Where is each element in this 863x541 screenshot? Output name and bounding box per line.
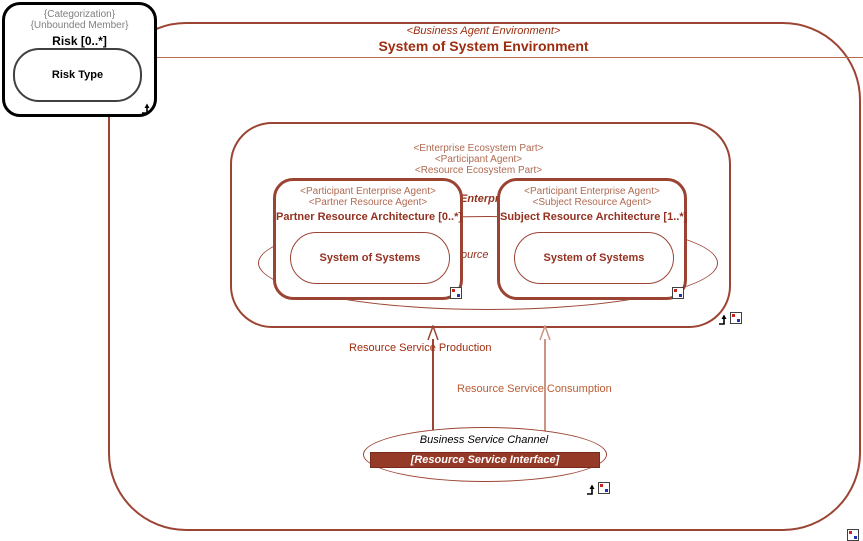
composite-diagram-icon[interactable] <box>730 312 742 324</box>
consumption-connector-line[interactable] <box>544 339 546 432</box>
ecosystem-stereotypes: <Enterprise Ecosystem Part> <Participant… <box>230 143 727 176</box>
sos-environment-stereotype: <Business Agent Environment> <box>406 25 561 37</box>
subject-stereotype-2: <Subject Resource Agent> <box>532 197 652 208</box>
subject-stereotype-1: <Participant Enterprise Agent> <box>524 186 660 197</box>
hidden-label-fragment-top: Enterpr <box>460 193 498 205</box>
consumption-arrowhead <box>539 323 551 346</box>
subject-system-of-systems-oval[interactable]: System of Systems <box>514 232 674 284</box>
partner-title: Partner Resource Architecture [0..*] <box>276 211 463 223</box>
subject-title: Subject Resource Architecture [1..*] <box>500 211 688 223</box>
partner-stereotype-2: <Partner Resource Agent> <box>308 197 428 208</box>
ecosystem-stereotype-3: <Resource Ecosystem Part> <box>414 165 543 176</box>
sos-environment-header: <Business Agent Environment> System of S… <box>108 25 859 54</box>
risk-title: Risk [0..*] <box>52 34 107 48</box>
drill-down-icon[interactable] <box>140 101 151 114</box>
sos-environment-title: System of System Environment <box>378 38 589 54</box>
composite-diagram-icon[interactable] <box>450 287 462 299</box>
production-arrowhead <box>427 323 439 346</box>
consumption-connector-label: Resource Service Consumption <box>457 383 612 395</box>
title-separator-line <box>153 57 863 58</box>
production-connector-line[interactable] <box>432 339 434 432</box>
ecosystem-stereotype-2: <Participant Agent> <box>434 154 523 165</box>
partner-stereotype-1: <Participant Enterprise Agent> <box>300 186 436 197</box>
subject-resource-architecture-box[interactable]: <Participant Enterprise Agent> <Subject … <box>497 178 687 300</box>
resource-channel-ellipse[interactable] <box>258 216 718 310</box>
drill-down-icon[interactable] <box>717 312 728 325</box>
composite-diagram-icon[interactable] <box>672 287 684 299</box>
sos-environment-container[interactable] <box>108 22 861 531</box>
partner-resource-architecture-box[interactable]: <Participant Enterprise Agent> <Partner … <box>273 178 463 300</box>
business-service-channel-label: Business Service Channel <box>419 434 549 446</box>
ecosystem-stereotype-1: <Enterprise Ecosystem Part> <box>413 143 544 154</box>
production-connector-label: Resource Service Production <box>349 342 492 354</box>
composite-diagram-icon[interactable] <box>598 482 610 494</box>
drill-down-icon[interactable] <box>585 482 596 495</box>
risk-type-oval[interactable]: Risk Type <box>13 48 142 102</box>
hidden-label-fragment-middle: ource <box>461 249 489 261</box>
ecosystem-container[interactable] <box>230 122 731 328</box>
risk-stereotype-2: {Unbounded Member} <box>30 20 129 31</box>
composite-diagram-icon[interactable] <box>847 529 859 541</box>
partner-system-of-systems-oval[interactable]: System of Systems <box>290 232 450 284</box>
resource-service-interface-bar: [Resource Service Interface] <box>370 452 600 468</box>
risk-stereotype-1: {Categorization} <box>43 9 116 20</box>
